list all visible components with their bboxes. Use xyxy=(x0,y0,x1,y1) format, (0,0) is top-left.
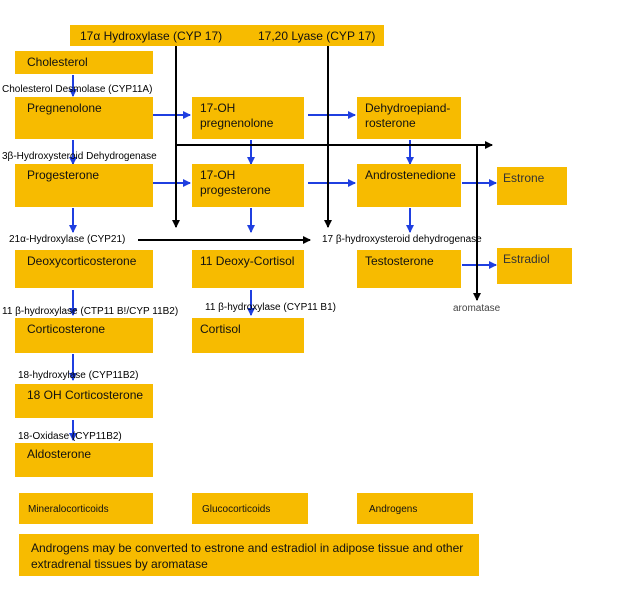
node-dhea: Dehydroepiand-rosterone xyxy=(357,97,461,139)
category-glucocorticoids: Glucocorticoids xyxy=(192,493,308,524)
node-corticosterone: Corticosterone xyxy=(15,318,153,353)
node-deoxycorticosterone: Deoxycorticosterone xyxy=(15,250,153,288)
node-17oh-pregnenolone: 17-OH pregnenolone xyxy=(192,97,304,139)
node-estradiol: Estradiol xyxy=(497,248,572,284)
cyp17-header: 17α Hydroxylase (CYP 17) 17,20 Lyase (CY… xyxy=(70,25,384,46)
aromatase-note: Androgens may be converted to estrone an… xyxy=(19,534,479,576)
lyase-label: 17,20 Lyase (CYP 17) xyxy=(258,29,376,43)
enzyme-cyp11b1: 11 β-hydroxylase (CYP11 B1) xyxy=(205,302,336,313)
category-androgens: Androgens xyxy=(357,493,473,524)
node-aldosterone: Aldosterone xyxy=(15,443,153,477)
hydroxylase-label: 17α Hydroxylase (CYP 17) xyxy=(80,29,223,43)
node-18oh-corticosterone: 18 OH Corticosterone xyxy=(15,384,153,418)
enzyme-desmolase: Cholesterol Desmolase (CYP11A) xyxy=(2,84,153,95)
node-11-deoxycortisol: 11 Deoxy-Cortisol xyxy=(192,250,304,288)
enzyme-aromatase: aromatase xyxy=(453,303,501,314)
node-estrone: Estrone xyxy=(497,167,567,205)
node-17oh-progesterone: 17-OH progesterone xyxy=(192,164,304,207)
enzyme-18-oxidase: 18-Oxidase (CYP11B2) xyxy=(18,431,122,442)
node-progesterone: Progesterone xyxy=(15,164,153,207)
node-cholesterol: Cholesterol xyxy=(15,51,153,74)
node-cortisol: Cortisol xyxy=(192,318,304,353)
node-testosterone: Testosterone xyxy=(357,250,461,288)
enzyme-cyp21: 21α-Hydroxylase (CYP21) xyxy=(9,234,126,245)
node-pregnenolone: Pregnenolone xyxy=(15,97,153,139)
enzyme-hsd3b: 3β-Hydroxysteroid Dehydrogenase xyxy=(2,151,157,162)
enzyme-cyp11b-left: 11 β-hydroxylase (CTP11 B!/CYP 11B2) xyxy=(2,306,179,317)
category-mineralocorticoids: Mineralocorticoids xyxy=(19,493,153,524)
enzyme-18-hydroxylase: 18-hydroxylase (CYP11B2) xyxy=(18,370,139,381)
enzyme-hsd17b: 17 β-hydroxysteroid dehydrogenase xyxy=(322,234,482,245)
node-androstenedione: Androstenedione xyxy=(357,164,461,207)
